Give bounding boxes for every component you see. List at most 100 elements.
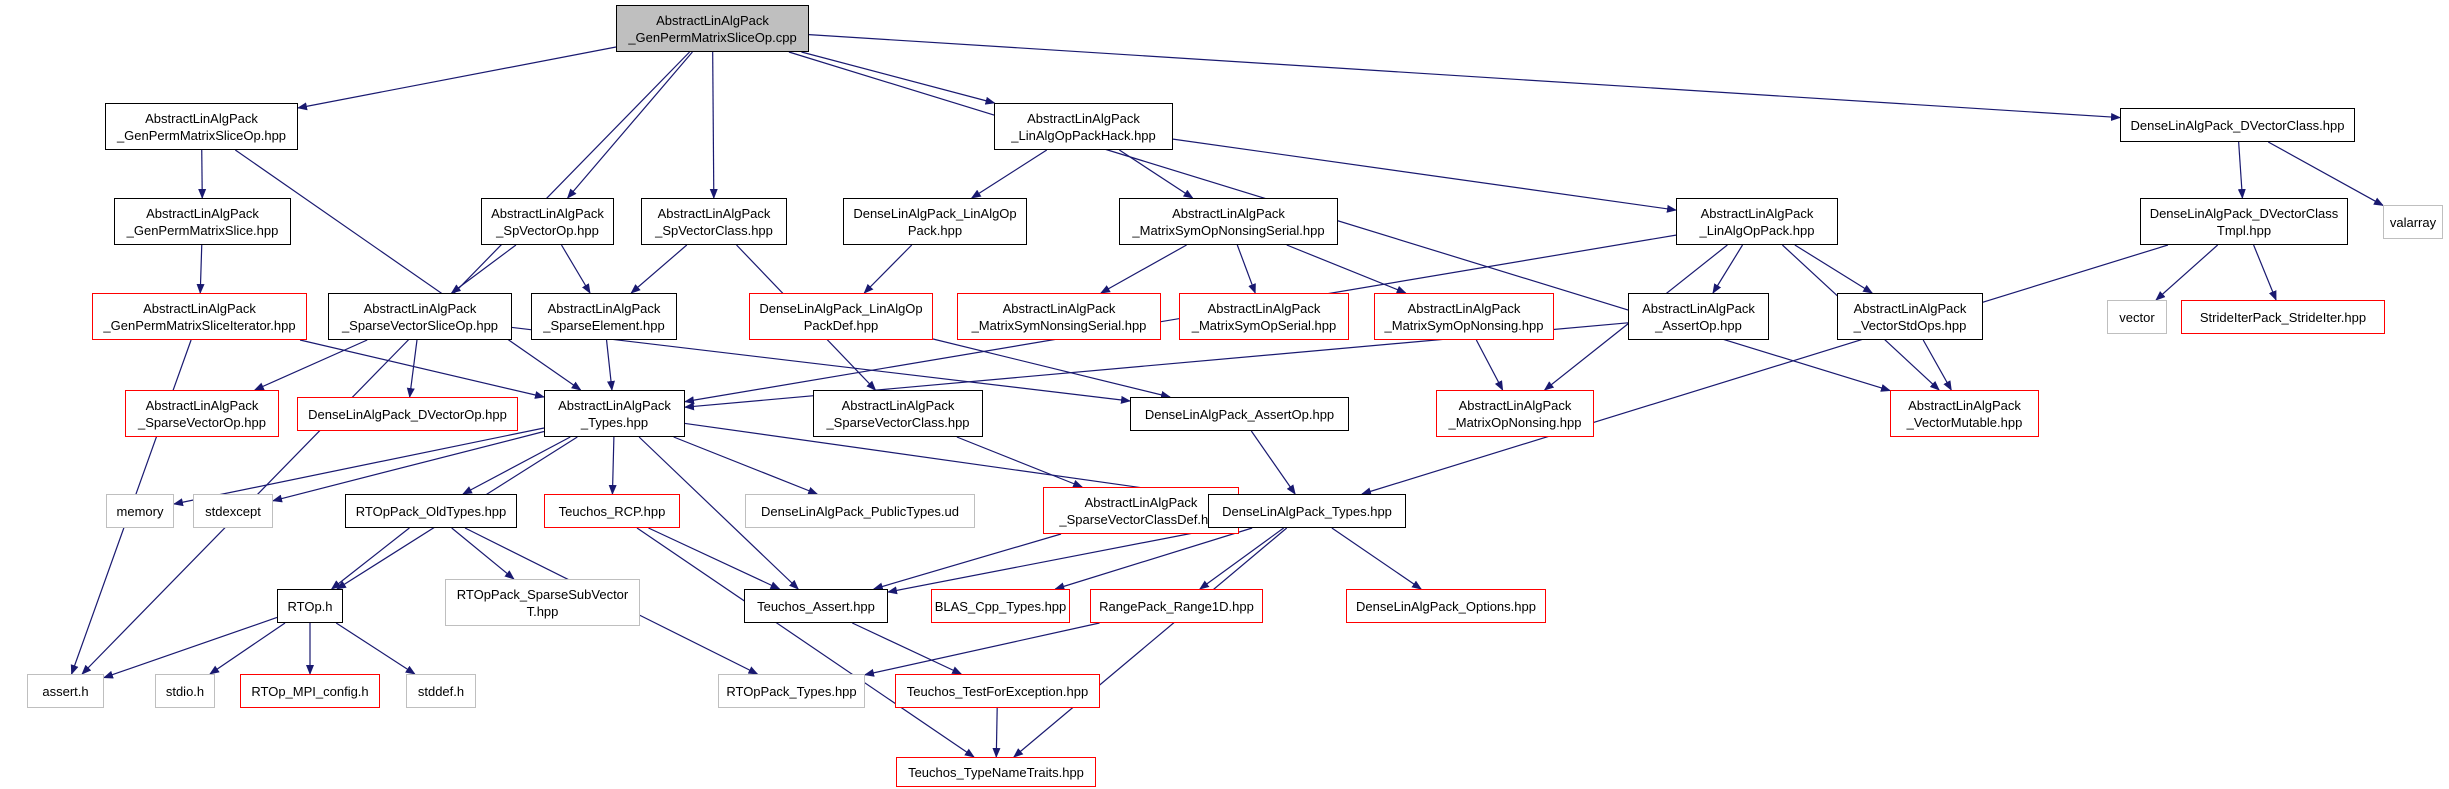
node-sparsevectorclassdef-hpp[interactable]: AbstractLinAlgPack _SparseVectorClassDef… xyxy=(1043,487,1239,534)
node-matrixsymopnonsing-hpp[interactable]: AbstractLinAlgPack _MatrixSymOpNonsing.h… xyxy=(1374,293,1554,340)
node-dense-assertop-hpp[interactable]: DenseLinAlgPack_AssertOp.hpp xyxy=(1130,397,1349,431)
node-matrixsymopnonsingserial-hpp[interactable]: AbstractLinAlgPack _MatrixSymOpNonsingSe… xyxy=(1119,198,1338,245)
edge-linalgoppackhack-hpp-to-linalgoppack-hpp xyxy=(1172,138,1677,213)
node-rtop-h[interactable]: RTOp.h xyxy=(277,589,343,623)
edge-linalgoppackhack-hpp-to-matrixsymopnonsingserial-hpp xyxy=(1119,149,1194,199)
node-dense-types-hpp[interactable]: DenseLinAlgPack_Types.hpp xyxy=(1208,494,1406,528)
node-matrixopnonsing-hpp[interactable]: AbstractLinAlgPack _MatrixOpNonsing.hpp xyxy=(1436,390,1594,437)
node-sparsevectorclass-hpp[interactable]: AbstractLinAlgPack _SparseVectorClass.hp… xyxy=(813,390,983,437)
node-vector[interactable]: vector xyxy=(2107,300,2167,334)
node-label: AbstractLinAlgPack _GenPermMatrixSliceOp… xyxy=(628,12,797,45)
edge-sparsevectorclassdef-hpp-to-teuchos-assert-hpp xyxy=(872,533,1062,591)
edge-types-hpp-to-rtoppack-oldtypes-hpp xyxy=(462,436,571,495)
node-rtoppack-oldtypes-hpp[interactable]: RTOpPack_OldTypes.hpp xyxy=(345,494,517,528)
edge-sparsevectorclass-hpp-to-sparsevectorclassdef-hpp xyxy=(956,436,1084,488)
node-label: Teuchos_RCP.hpp xyxy=(558,503,666,519)
node-label: AbstractLinAlgPack _MatrixSymNonsingSeri… xyxy=(971,300,1147,333)
edge-linalgoppack-hpp-to-assertop-hpp xyxy=(1712,244,1744,294)
node-label: DenseLinAlgPack_LinAlgOp PackDef.hpp xyxy=(759,300,923,333)
node-label: AbstractLinAlgPack _SpVectorClass.hpp xyxy=(655,205,773,238)
node-linalgoppack-hpp[interactable]: AbstractLinAlgPack _LinAlgOpPack.hpp xyxy=(1676,198,1838,245)
node-assert-h[interactable]: assert.h xyxy=(27,674,104,708)
node-teuchos-typenametraits-hpp[interactable]: Teuchos_TypeNameTraits.hpp xyxy=(896,757,1096,787)
node-label: DenseLinAlgPack_AssertOp.hpp xyxy=(1144,406,1335,422)
node-dense-linalgoppackdef-hpp[interactable]: DenseLinAlgPack_LinAlgOp PackDef.hpp xyxy=(749,293,933,340)
node-label: AbstractLinAlgPack _SpVectorOp.hpp xyxy=(491,205,604,238)
node-strideiterpack-hpp[interactable]: StrideIterPack_StrideIter.hpp xyxy=(2181,300,2385,334)
node-vectormutable-hpp[interactable]: AbstractLinAlgPack _VectorMutable.hpp xyxy=(1890,390,2039,437)
edge-teuchos-rcp-hpp-to-teuchos-typenametraits-hpp xyxy=(636,527,975,758)
node-label: vector xyxy=(2119,309,2155,325)
edge-dense-linalgoppack-hpp-to-dense-linalgoppackdef-hpp xyxy=(863,244,913,294)
edge-rtop-h-to-stddef-h xyxy=(335,622,416,675)
node-label: AbstractLinAlgPack _SparseVectorSliceOp.… xyxy=(341,300,499,333)
node-label: AbstractLinAlgPack _GenPermMatrixSliceOp… xyxy=(116,110,287,143)
node-teuchos-testforexception-hpp[interactable]: Teuchos_TestForException.hpp xyxy=(895,674,1100,708)
node-label: AbstractLinAlgPack _MatrixSymOpNonsingSe… xyxy=(1132,205,1325,238)
node-genpermslice-hpp[interactable]: AbstractLinAlgPack _GenPermMatrixSlice.h… xyxy=(114,198,291,245)
node-label: AbstractLinAlgPack _SparseElement.hpp xyxy=(543,300,665,333)
node-teuchos-assert-hpp[interactable]: Teuchos_Assert.hpp xyxy=(744,589,888,623)
edge-matrixsymopnonsingserial-hpp-to-matrixsymopnonsing-hpp xyxy=(1286,244,1407,294)
node-linalgoppackhack-hpp[interactable]: AbstractLinAlgPack _LinAlgOpPackHack.hpp xyxy=(994,103,1173,150)
node-label: StrideIterPack_StrideIter.hpp xyxy=(2199,309,2367,325)
node-label: AbstractLinAlgPack _VectorMutable.hpp xyxy=(1906,397,2023,430)
edge-rtop-h-to-stdio-h xyxy=(209,622,286,675)
edge-matrixsymopnonsing-hpp-to-matrixopnonsing-hpp xyxy=(1475,339,1504,391)
node-dense-publictypes-ud[interactable]: DenseLinAlgPack_PublicTypes.ud xyxy=(745,494,975,528)
edge-genpermslice-hpp-to-genpermsliceiter-hpp xyxy=(196,244,205,294)
node-rtop-mpi-config-h[interactable]: RTOp_MPI_config.h xyxy=(240,674,380,708)
edge-dense-dvectorclasstmpl-hpp-to-vector xyxy=(2155,244,2219,301)
edge-linalgoppackhack-hpp-to-dense-linalgoppack-hpp xyxy=(970,149,1048,199)
edge-rangepack-range1d-hpp-to-rtoppack-types-hpp xyxy=(864,622,1100,677)
node-blas-cpp-types-hpp[interactable]: BLAS_Cpp_Types.hpp xyxy=(931,589,1070,623)
node-label: RTOpPack_SparseSubVector T.hpp xyxy=(456,586,629,619)
node-dense-dvectorclass-hpp[interactable]: DenseLinAlgPack_DVectorClass.hpp xyxy=(2120,108,2355,142)
edge-genpermsliceop-hpp-to-genpermslice-hpp xyxy=(198,149,207,199)
node-label: Teuchos_TestForException.hpp xyxy=(906,683,1089,699)
node-assertop-hpp[interactable]: AbstractLinAlgPack _AssertOp.hpp xyxy=(1628,293,1769,340)
node-valarray[interactable]: valarray xyxy=(2383,205,2443,239)
node-spvectorclass-hpp[interactable]: AbstractLinAlgPack _SpVectorClass.hpp xyxy=(641,198,787,245)
node-label: AbstractLinAlgPack _SparseVectorClassDef… xyxy=(1059,494,1223,527)
node-teuchos-rcp-hpp[interactable]: Teuchos_RCP.hpp xyxy=(544,494,680,528)
edge-dense-types-hpp-to-rangepack-range1d-hpp xyxy=(1199,527,1285,590)
edge-teuchos-rcp-hpp-to-teuchos-assert-hpp xyxy=(648,527,781,590)
node-label: stdio.h xyxy=(165,683,205,699)
node-label: AbstractLinAlgPack _SparseVectorOp.hpp xyxy=(138,397,266,430)
edge-vectorstdops-hpp-to-vectormutable-hpp xyxy=(1922,339,1952,391)
node-dense-linalgoppack-hpp[interactable]: DenseLinAlgPack_LinAlgOp Pack.hpp xyxy=(843,198,1027,245)
node-stdio-h[interactable]: stdio.h xyxy=(155,674,215,708)
node-root[interactable]: AbstractLinAlgPack _GenPermMatrixSliceOp… xyxy=(616,5,809,52)
node-label: RTOp.h xyxy=(287,598,333,614)
node-stddef-h[interactable]: stddef.h xyxy=(406,674,476,708)
node-memory[interactable]: memory xyxy=(106,494,174,528)
node-sparseelement-hpp[interactable]: AbstractLinAlgPack _SparseElement.hpp xyxy=(531,293,677,340)
node-rtoppack-types-hpp[interactable]: RTOpPack_Types.hpp xyxy=(718,674,865,708)
node-genpermsliceop-hpp[interactable]: AbstractLinAlgPack _GenPermMatrixSliceOp… xyxy=(105,103,298,150)
node-label: stddef.h xyxy=(417,683,465,699)
node-rtoppack-sparsesubvector-hpp[interactable]: RTOpPack_SparseSubVector T.hpp xyxy=(445,579,640,626)
node-vectorstdops-hpp[interactable]: AbstractLinAlgPack _VectorStdOps.hpp xyxy=(1837,293,1983,340)
node-matrixsymopserial-hpp[interactable]: AbstractLinAlgPack _MatrixSymOpSerial.hp… xyxy=(1179,293,1349,340)
node-label: DenseLinAlgPack_LinAlgOp Pack.hpp xyxy=(853,205,1017,238)
edge-root-to-genpermsliceop-hpp xyxy=(297,46,617,111)
edge-dense-types-hpp-to-teuchos-assert-hpp xyxy=(887,527,1220,595)
node-types-hpp[interactable]: AbstractLinAlgPack _Types.hpp xyxy=(544,390,685,437)
node-matrixsymnonsingserial-hpp[interactable]: AbstractLinAlgPack _MatrixSymNonsingSeri… xyxy=(957,293,1161,340)
edge-dense-dvectorclass-hpp-to-valarray xyxy=(2267,141,2384,206)
node-rangepack-range1d-hpp[interactable]: RangePack_Range1D.hpp xyxy=(1090,589,1263,623)
node-dense-options-hpp[interactable]: DenseLinAlgPack_Options.hpp xyxy=(1346,589,1546,623)
edge-teuchos-testforexception-hpp-to-teuchos-typenametraits-hpp xyxy=(992,707,1001,758)
node-stdexcept[interactable]: stdexcept xyxy=(193,494,273,528)
node-spvectorop-hpp[interactable]: AbstractLinAlgPack _SpVectorOp.hpp xyxy=(481,198,614,245)
edge-rtop-h-to-assert-h xyxy=(103,616,278,679)
edge-types-hpp-to-dense-types-hpp xyxy=(684,422,1209,500)
node-genpermsliceiter-hpp[interactable]: AbstractLinAlgPack _GenPermMatrixSliceIt… xyxy=(92,293,307,340)
node-dense-dvectorclasstmpl-hpp[interactable]: DenseLinAlgPack_DVectorClass Tmpl.hpp xyxy=(2140,198,2348,245)
node-sparsevectorsliceop-hpp[interactable]: AbstractLinAlgPack _SparseVectorSliceOp.… xyxy=(328,293,512,340)
node-label: DenseLinAlgPack_Types.hpp xyxy=(1222,503,1392,519)
node-dense-dvectorop-hpp[interactable]: DenseLinAlgPack_DVectorOp.hpp xyxy=(297,397,518,431)
node-sparsevectorop-hpp[interactable]: AbstractLinAlgPack _SparseVectorOp.hpp xyxy=(125,390,279,437)
edge-root-to-spvectorclass-hpp xyxy=(709,51,718,199)
